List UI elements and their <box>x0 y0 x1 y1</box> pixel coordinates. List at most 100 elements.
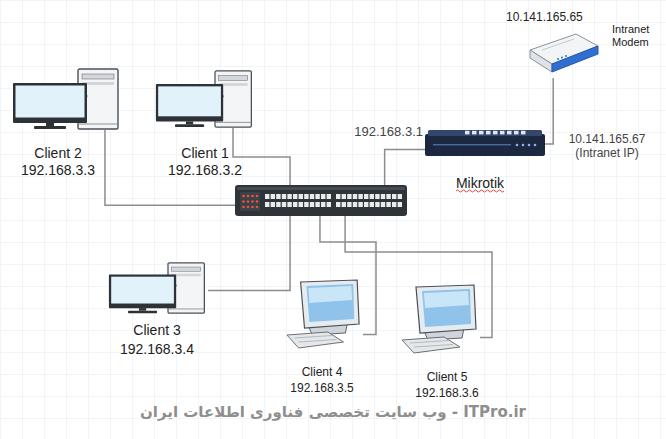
ip-address: 10.141.165.67 (Intranet IP) <box>562 132 652 161</box>
modem-device: 10.141.165.65Intranet Modem <box>528 28 600 78</box>
icon-part <box>386 202 390 207</box>
icon-part <box>552 46 598 72</box>
icon-part <box>465 131 470 135</box>
icon-part <box>271 202 275 207</box>
device-icon <box>108 262 208 314</box>
device-icon <box>155 70 255 128</box>
icon-part <box>293 202 297 207</box>
icon-part <box>156 84 223 121</box>
icon-part <box>304 202 308 207</box>
icon-part <box>315 202 319 207</box>
icon-part <box>428 130 542 136</box>
icon-part <box>486 131 491 135</box>
icon-part <box>375 202 379 207</box>
icon-part <box>370 202 374 207</box>
icon-part <box>521 131 526 135</box>
icon-part <box>327 202 331 207</box>
icon-part <box>358 202 362 207</box>
ip-address: 192.168.3.1 <box>339 124 423 140</box>
desktop-computer: Client 1192.168.3.2 <box>155 70 255 128</box>
icon-part <box>516 144 519 147</box>
network-cable <box>545 78 553 144</box>
icon-part <box>306 284 354 322</box>
icon-part <box>375 194 379 199</box>
workstation-computer: Client 4192.168.3.5 <box>285 280 363 350</box>
device-icon <box>12 68 122 130</box>
icon-part <box>247 195 250 198</box>
icon-part <box>16 86 85 118</box>
icon-part <box>293 194 297 199</box>
icon-part <box>295 336 332 339</box>
icon-part <box>565 55 567 57</box>
icon-part <box>256 206 259 209</box>
icon-part <box>370 194 374 199</box>
icon-part <box>13 83 87 123</box>
icon-part <box>507 131 512 135</box>
icon-part <box>425 134 545 156</box>
icon-part <box>82 74 114 79</box>
ip-address: 192.168.3.6 <box>392 386 502 400</box>
icon-part <box>109 275 176 309</box>
ip-address: 10.141.165.65 <box>506 10 606 24</box>
icon-part <box>315 194 319 199</box>
icon-part <box>287 332 344 348</box>
device-name: Client 5 <box>392 370 502 384</box>
icon-part <box>175 124 204 127</box>
icon-part <box>364 202 368 207</box>
icon-part <box>353 202 357 207</box>
icon-part <box>287 202 291 207</box>
icon-part <box>251 200 254 203</box>
icon-part <box>381 194 385 199</box>
device-name: Client 2 <box>3 145 113 162</box>
icon-part <box>321 202 325 207</box>
icon-part <box>410 341 448 344</box>
icon-part <box>392 194 396 199</box>
icon-part <box>256 200 259 203</box>
network-cable <box>385 150 425 185</box>
icon-part <box>433 144 511 145</box>
icon-part <box>392 202 396 207</box>
icon-part <box>402 337 460 353</box>
icon-part <box>304 194 308 199</box>
icon-part <box>276 194 280 199</box>
icon-part <box>358 194 362 199</box>
icon-part <box>139 308 146 311</box>
icon-part <box>301 280 360 328</box>
icon-part <box>251 195 254 198</box>
icon-part <box>534 144 537 147</box>
icon-part <box>561 57 563 59</box>
ip-address: 192.168.3.3 <box>3 162 113 179</box>
network-cable <box>345 216 492 338</box>
icon-part <box>310 194 314 199</box>
ip-address: 192.168.3.5 <box>267 381 377 395</box>
icon-part <box>34 126 66 129</box>
icon-part <box>308 286 352 303</box>
device-name: Client 1 <box>150 145 260 162</box>
icon-part <box>256 195 259 198</box>
icon-part <box>282 202 286 207</box>
icon-part <box>251 206 254 209</box>
icon-part <box>240 192 260 211</box>
icon-part <box>299 194 303 199</box>
icon-part <box>265 202 269 207</box>
icon-part <box>158 86 221 116</box>
icon-part <box>493 131 498 135</box>
icon-part <box>237 187 405 190</box>
device-name: Client 4 <box>267 365 377 379</box>
icon-part <box>46 123 54 126</box>
icon-part <box>422 289 471 327</box>
device-icon <box>425 130 545 158</box>
icon-part <box>265 194 269 199</box>
icon-part <box>242 200 245 203</box>
icon-part <box>78 124 118 125</box>
desktop-computer: Client 3192.168.3.4 <box>108 262 208 314</box>
icon-part <box>364 194 368 199</box>
desktop-computer: Client 2192.168.3.3 <box>12 68 122 130</box>
icon-part <box>299 340 337 343</box>
icon-part <box>424 291 469 308</box>
device-icon <box>235 185 407 216</box>
icon-part <box>479 131 484 135</box>
icon-part <box>414 345 453 348</box>
icon-part <box>168 308 204 309</box>
